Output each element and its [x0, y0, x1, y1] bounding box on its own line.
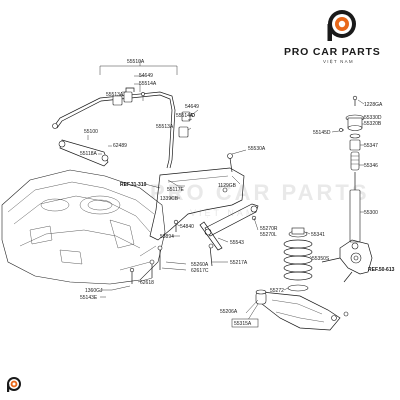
label-55145D: 55145D	[313, 130, 331, 136]
label-55117E: 55117E	[167, 187, 185, 193]
brand-subtitle: VIỆT NAM	[323, 57, 354, 64]
label-55206A: 55206A	[220, 309, 238, 315]
label-55320B: 55320B	[364, 121, 382, 127]
bushing-55315A	[255, 289, 267, 305]
stabilizer-bushing-mid	[178, 111, 195, 138]
stabilizer-bushing-top	[112, 87, 145, 106]
crossmember-bracket	[149, 153, 245, 241]
fuel-tank	[1, 169, 166, 285]
label-55341: 55341	[311, 232, 325, 238]
label-62617C: 62617C	[191, 268, 209, 274]
label-53894: 53894	[160, 234, 174, 240]
label-55143E: 55143E	[80, 295, 98, 301]
label-55270R: 55270R	[260, 226, 278, 232]
rear-knuckle	[321, 239, 373, 283]
watermark-text: PRO CAR PARTS	[150, 180, 370, 205]
link-55543	[199, 221, 223, 251]
label-62618: 62618	[140, 280, 154, 286]
spring-lower-pad-55272	[287, 284, 309, 292]
spring-upper-pad-55341	[288, 227, 308, 238]
label-55346: 55346	[364, 163, 378, 169]
label-54840: 54840	[180, 224, 194, 230]
shock-mount-top	[339, 95, 365, 139]
bolts-cluster	[129, 219, 179, 284]
stabilizer-bar-55510A	[52, 91, 176, 169]
shock-absorber-55300	[349, 172, 361, 250]
label-1339CB: 1339CB	[160, 196, 179, 202]
ref-left: REF.31-310	[120, 182, 147, 188]
label-1228GA: 1228GA	[364, 102, 383, 108]
label-54649-mid: 54649	[185, 104, 199, 110]
rear-lateral-link-55100	[58, 139, 109, 167]
label-55510A: 55510A	[127, 59, 145, 65]
label-55315A: 55315A	[234, 321, 252, 327]
brand-logo: PRO CAR PARTS VIỆT NAM	[284, 10, 381, 64]
bolt-55217A	[208, 243, 214, 267]
corner-logo-icon	[7, 377, 21, 392]
label-55100: 55100	[84, 129, 98, 135]
label-55270L: 55270L	[260, 232, 277, 238]
label-55330D: 55330D	[364, 115, 382, 121]
label-55530A: 55530A	[248, 146, 266, 152]
label-62489: 62489	[113, 143, 127, 149]
bump-stopper-55346	[350, 151, 360, 171]
label-55543: 55543	[230, 240, 244, 246]
lower-arm-55206A	[261, 291, 349, 331]
label-55513A-top: 55513A	[106, 92, 124, 98]
label-55514A-mid: 55514A	[176, 113, 194, 119]
p-logo-icon	[327, 10, 356, 41]
label-55350S: 55350S	[312, 256, 330, 262]
label-55118A: 55118A	[80, 151, 98, 157]
label-55272: 55272	[270, 288, 284, 294]
dust-cover-55347	[349, 139, 361, 151]
brand-name: PRO CAR PARTS	[284, 46, 381, 58]
coil-spring-55350S	[283, 239, 313, 281]
label-1129GB: 1129GB	[218, 183, 237, 189]
label-1360GJ: 1360GJ	[85, 288, 103, 294]
label-55513A-mid: 55513A	[156, 124, 174, 130]
label-55260A: 55260A	[191, 262, 209, 268]
label-54649-top: 54649	[139, 73, 153, 79]
label-55514A-top: 55514A	[139, 81, 157, 87]
label-55300: 55300	[364, 210, 378, 216]
ref-right: REF.50-613	[368, 267, 395, 273]
label-55217A: 55217A	[230, 260, 248, 266]
label-55315A-box: 55315A	[231, 318, 259, 328]
watermark-subtitle: VIỆT NAM	[190, 208, 256, 218]
label-55347: 55347	[364, 143, 378, 149]
